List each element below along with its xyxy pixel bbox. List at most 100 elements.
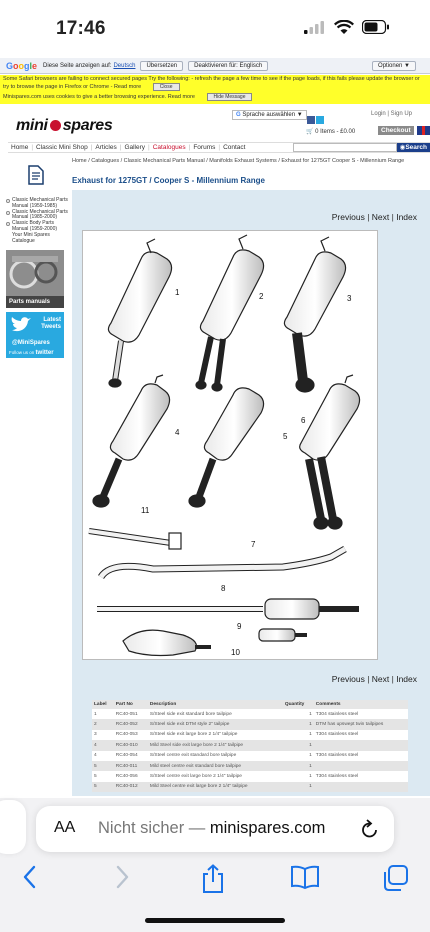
callout-4: 4 (175, 428, 180, 437)
translate-options-button[interactable]: Optionen ▼ (372, 61, 416, 71)
callout-2: 2 (259, 292, 264, 301)
catalogue-link[interactable]: Your Mini Spares Catalogue (12, 231, 50, 244)
catalogue-link[interactable]: Classic Mechanical Parts Manual (1959-19… (6, 197, 68, 210)
search-icon: ◉ (399, 144, 406, 151)
callout-9: 9 (237, 622, 242, 631)
callout-3: 3 (347, 294, 352, 303)
translate-language-link[interactable]: Deutsch (113, 62, 136, 69)
wifi-icon (334, 20, 354, 34)
share-icon[interactable] (200, 864, 226, 894)
search-input[interactable] (292, 143, 397, 152)
parts-manuals-banner[interactable]: Parts manuals (6, 250, 64, 308)
callout-6: 6 (301, 416, 306, 425)
twitter-icon[interactable] (316, 116, 324, 124)
nav-contact[interactable]: Contact (223, 144, 246, 151)
callout-11: 11 (141, 506, 150, 515)
cookie-text: Minispares.com uses cookies to give a be… (3, 94, 195, 100)
nav-home[interactable]: Home (11, 144, 29, 151)
clock: 17:46 (56, 18, 106, 39)
silencer-5 (203, 387, 265, 461)
cart-icon: 🛒 (306, 129, 314, 135)
union-jack-icon (49, 120, 61, 131)
parts-photo (6, 250, 64, 296)
nav-forums[interactable]: Forums (193, 144, 216, 151)
catalogue-link[interactable]: Classic Mechanical Parts Manual (1985-20… (6, 209, 68, 222)
silencer-4 (109, 383, 171, 461)
search-button[interactable]: ◉Search (396, 143, 430, 152)
silencer-2 (199, 249, 265, 341)
tabs-icon[interactable] (382, 864, 410, 892)
next-link[interactable]: Next (371, 674, 390, 684)
checkout-button[interactable]: Checkout (378, 126, 414, 135)
translate-button[interactable]: Übersetzen (140, 60, 184, 71)
catalogue-link[interactable]: Classic Body Parts Manual (1959-2000) (6, 220, 68, 233)
silencer-6 (299, 383, 361, 461)
nav-articles[interactable]: Articles (95, 144, 117, 151)
nav-catalogues[interactable]: Catalogues (152, 144, 186, 151)
callout-8: 8 (221, 584, 226, 593)
document-icon (28, 165, 44, 185)
exhaust-parts-diagram: 1 2 3 4 5 6 7 8 9 10 11 (82, 230, 378, 660)
url-text[interactable]: Nicht sicher — minispares.com (98, 819, 326, 837)
site-search: ◉Search (292, 143, 430, 153)
reader-settings-button[interactable]: AA (54, 819, 76, 836)
social-icons (307, 111, 325, 129)
translate-prompt: Diese Seite anzeigen auf: (43, 62, 112, 69)
main-nav: Home| Classic Mini Shop| Articles| Galle… (8, 142, 430, 153)
home-indicator (145, 918, 285, 923)
cookie-banner: Minispares.com uses cookies to give a be… (0, 92, 430, 104)
google-logo: Google (6, 60, 38, 71)
bookmarks-icon[interactable] (290, 864, 320, 890)
previous-tab-pill[interactable] (0, 800, 26, 854)
battery-icon (362, 20, 389, 34)
exhaust-diagram-svg: 1 2 3 4 5 6 7 8 9 10 11 (88, 234, 361, 657)
signup-link[interactable]: Sign Up (390, 111, 412, 117)
twitter-bird-icon (11, 317, 31, 332)
callout-5: 5 (283, 432, 288, 441)
pager-bottom: Previous | Next | Index (331, 674, 417, 684)
facebook-icon[interactable] (307, 116, 315, 124)
reload-icon[interactable] (360, 818, 380, 840)
next-link[interactable]: Next (371, 212, 390, 222)
login-link[interactable]: Login (371, 111, 386, 117)
index-link[interactable]: Index (396, 212, 417, 222)
silencer-3 (283, 251, 347, 337)
previous-link[interactable]: Previous (331, 674, 365, 684)
nav-classic-mini-shop[interactable]: Classic Mini Shop (36, 144, 88, 151)
address-bar[interactable]: AA Nicht sicher — minispares.com (36, 806, 394, 852)
back-icon[interactable] (20, 864, 40, 890)
catalogue-links: Classic Mechanical Parts Manual (1959-19… (6, 197, 68, 244)
index-link[interactable]: Index (396, 674, 417, 684)
google-g-icon: G (236, 112, 241, 118)
callout-10: 10 (231, 648, 240, 657)
warning-close-button[interactable]: Close (152, 82, 180, 91)
disable-translate-button[interactable]: Deaktivieren für: Englisch (188, 60, 269, 71)
auth-links: Login | Sign Up (371, 111, 412, 117)
breadcrumb: Home / Catalogues / Classic Mechanical P… (72, 158, 405, 164)
safari-toolbar (0, 860, 430, 900)
callout-7: 7 (251, 540, 256, 549)
uk-flag-icon[interactable] (417, 126, 430, 135)
hide-message-button[interactable]: Hide Message (206, 93, 253, 101)
language-select[interactable]: G Sprache auswählen ▼ (232, 110, 307, 120)
cart-summary[interactable]: 🛒 0 Items - £0.00 (306, 129, 356, 135)
silencer-1 (107, 251, 173, 343)
nav-gallery[interactable]: Gallery (124, 144, 146, 151)
forward-icon[interactable] (112, 864, 132, 890)
callout-1: 1 (175, 288, 180, 297)
previous-link[interactable]: Previous (331, 212, 365, 222)
pager-top: Previous | Next | Index (331, 212, 417, 222)
